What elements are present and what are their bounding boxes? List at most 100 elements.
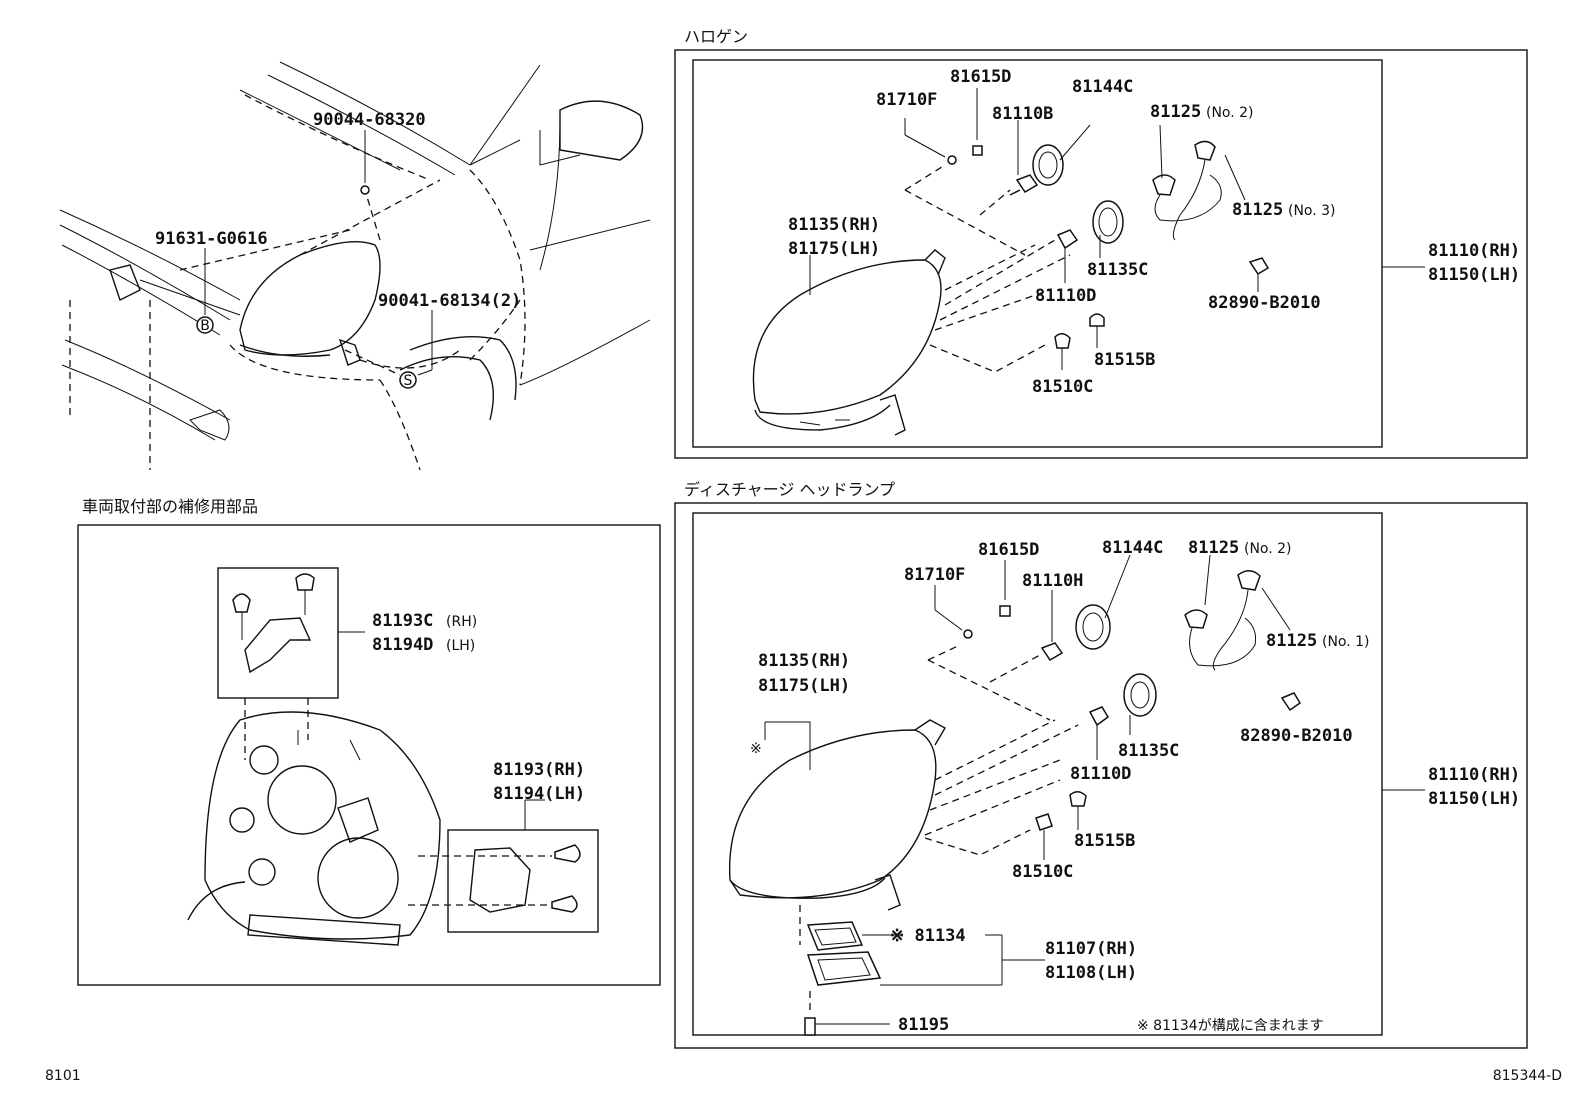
d-part-81144c-icon xyxy=(1075,604,1111,650)
r-label-81194d-suffix: (LH) xyxy=(446,638,475,654)
d-label-81125-no1-suffix: (No. 1) xyxy=(1322,634,1370,650)
h-label-81510c: 81510C xyxy=(1032,377,1093,397)
bracket-box-side xyxy=(447,829,599,933)
h-label-81135-rh: 81135(RH) xyxy=(788,215,880,235)
d-label-81144c: 81144C xyxy=(1102,538,1163,558)
d-label-81125-no2-suffix: (No. 2) xyxy=(1244,541,1292,557)
d-label-81175-lh: 81175(LH) xyxy=(758,676,850,696)
halogen-section: ハロゲン xyxy=(674,27,1528,459)
h-label-81175-lh: 81175(LH) xyxy=(788,239,880,259)
lamp-rear-housing xyxy=(204,711,441,940)
d-part-81125-no1-icon xyxy=(1237,570,1261,591)
h-label-81615d: 81615D xyxy=(950,67,1011,87)
h-label-81110d: 81110D xyxy=(1035,286,1096,306)
h-label-81710f: 81710F xyxy=(876,90,937,110)
vehicle-front-view: B S 90044-68320 91631-G0616 90041-68134(… xyxy=(59,61,651,471)
d-part-81125-no2-icon xyxy=(1184,609,1208,629)
d-label-81110h: 81110H xyxy=(1022,571,1083,591)
part-90044-68320: 90044-68320 xyxy=(313,110,426,130)
h-part-81125-no2-icon xyxy=(1152,174,1176,196)
h-label-81515b: 81515B xyxy=(1094,350,1155,370)
h-part-81110b-icon xyxy=(1009,174,1039,196)
halogen-outer-frame xyxy=(674,49,1528,459)
h-part-81615d-icon xyxy=(972,145,983,156)
h-label-81125-no2: 81125 xyxy=(1150,102,1201,122)
h-part-81515b-icon xyxy=(1089,313,1105,327)
mark-s-label: S xyxy=(404,373,413,389)
footer-figure-number: 8101 xyxy=(45,1068,81,1084)
s-marker xyxy=(399,371,417,389)
r-label-81193c-suffix: (RH) xyxy=(446,614,477,630)
footer-illustration-id: 815344-D xyxy=(1493,1068,1562,1084)
d-note-mark: ※ xyxy=(750,741,762,757)
d-label-81125-no1: 81125 xyxy=(1266,631,1317,651)
r-label-81194: 81194(LH) xyxy=(493,784,585,804)
halogen-title: ハロゲン xyxy=(684,27,748,46)
d-label-81615d: 81615D xyxy=(978,540,1039,560)
h-part-81135c-icon xyxy=(1092,200,1124,244)
repair-frame xyxy=(77,524,661,986)
r-label-81193: 81193(RH) xyxy=(493,760,585,780)
d-part-81510c-icon xyxy=(1035,813,1053,831)
mark-b-label: B xyxy=(200,318,210,334)
h-label-assy-lh: 81150(LH) xyxy=(1428,265,1520,285)
d-label-81135c: 81135C xyxy=(1118,741,1179,761)
screw-icon-1 xyxy=(554,844,581,863)
h-part-81125-no3-icon xyxy=(1194,140,1216,161)
d-part-81515b-icon xyxy=(1069,791,1087,807)
d-part-81107-icon xyxy=(806,951,882,986)
d-label-assy-rh: 81110(RH) xyxy=(1428,765,1520,785)
d-part-81110d-icon xyxy=(1088,706,1109,727)
d-label-81134: ※ 81134 xyxy=(890,926,966,946)
part-90041-68134: 90041-68134(2) xyxy=(378,291,521,311)
r-label-81194d: 81194D xyxy=(372,635,433,655)
d-note-81134: ※ 81134が構成に含まれます xyxy=(1137,1018,1324,1034)
h-label-81125-no3: 81125 xyxy=(1232,200,1283,220)
clip-icon-1 xyxy=(232,593,251,613)
d-label-81135-rh: 81135(RH) xyxy=(758,651,850,671)
screw-icon-2 xyxy=(551,895,578,913)
part-91631-g0616: 91631-G0616 xyxy=(155,229,268,249)
repair-title: 車両取付部の補修用部品 xyxy=(82,497,258,516)
h-label-81135c: 81135C xyxy=(1087,260,1148,280)
repair-section: 車両取付部の補修用部品 81193C (RH) 81194D (LH) xyxy=(77,497,661,986)
h-part-81710f-icon xyxy=(947,155,957,165)
d-label-81125-no2: 81125 xyxy=(1188,538,1239,558)
discharge-title: ディスチャージ ヘッドランプ xyxy=(684,480,895,499)
h-label-assy-rh: 81110(RH) xyxy=(1428,241,1520,261)
h-part-81144c-icon xyxy=(1032,144,1064,186)
d-part-81110h-icon xyxy=(1040,642,1064,662)
discharge-section: ディスチャージ ヘッドランプ ※ xyxy=(674,480,1528,1049)
h-part-81510c-icon xyxy=(1054,333,1071,349)
d-label-81110d: 81110D xyxy=(1070,764,1131,784)
b-marker xyxy=(196,316,214,334)
h-label-81125-no3-suffix: (No. 3) xyxy=(1288,203,1336,219)
h-label-81125-no2-suffix: (No. 2) xyxy=(1206,105,1254,121)
h-part-81110d-icon xyxy=(1056,229,1079,250)
d-part-81135c-icon xyxy=(1123,673,1157,717)
bracket-81193c-icon xyxy=(244,617,312,674)
d-label-assy-lh: 81150(LH) xyxy=(1428,789,1520,809)
d-label-81195: 81195 xyxy=(898,1015,949,1035)
d-part-82890-icon xyxy=(1280,692,1302,712)
h-part-82890-icon xyxy=(1248,257,1270,276)
r-label-81193c: 81193C xyxy=(372,611,433,631)
clip-marker xyxy=(360,185,370,195)
d-label-81108-lh: 81108(LH) xyxy=(1045,963,1137,983)
h-label-82890-b2010: 82890-B2010 xyxy=(1208,293,1321,313)
d-part-81195-icon xyxy=(804,1017,816,1036)
d-label-82890-b2010: 82890-B2010 xyxy=(1240,726,1353,746)
d-label-81510c: 81510C xyxy=(1012,862,1073,882)
d-label-81107-rh: 81107(RH) xyxy=(1045,939,1137,959)
halogen-inner-frame xyxy=(692,59,1383,448)
d-part-81710f-icon xyxy=(963,629,973,639)
discharge-outer-frame xyxy=(674,502,1528,1049)
discharge-headlamp xyxy=(728,729,937,899)
h-label-81144c: 81144C xyxy=(1072,77,1133,97)
d-part-81615d-icon xyxy=(999,605,1011,617)
discharge-inner-frame xyxy=(692,512,1383,1036)
h-label-81110b: 81110B xyxy=(992,104,1053,124)
d-label-81515b: 81515B xyxy=(1074,831,1135,851)
